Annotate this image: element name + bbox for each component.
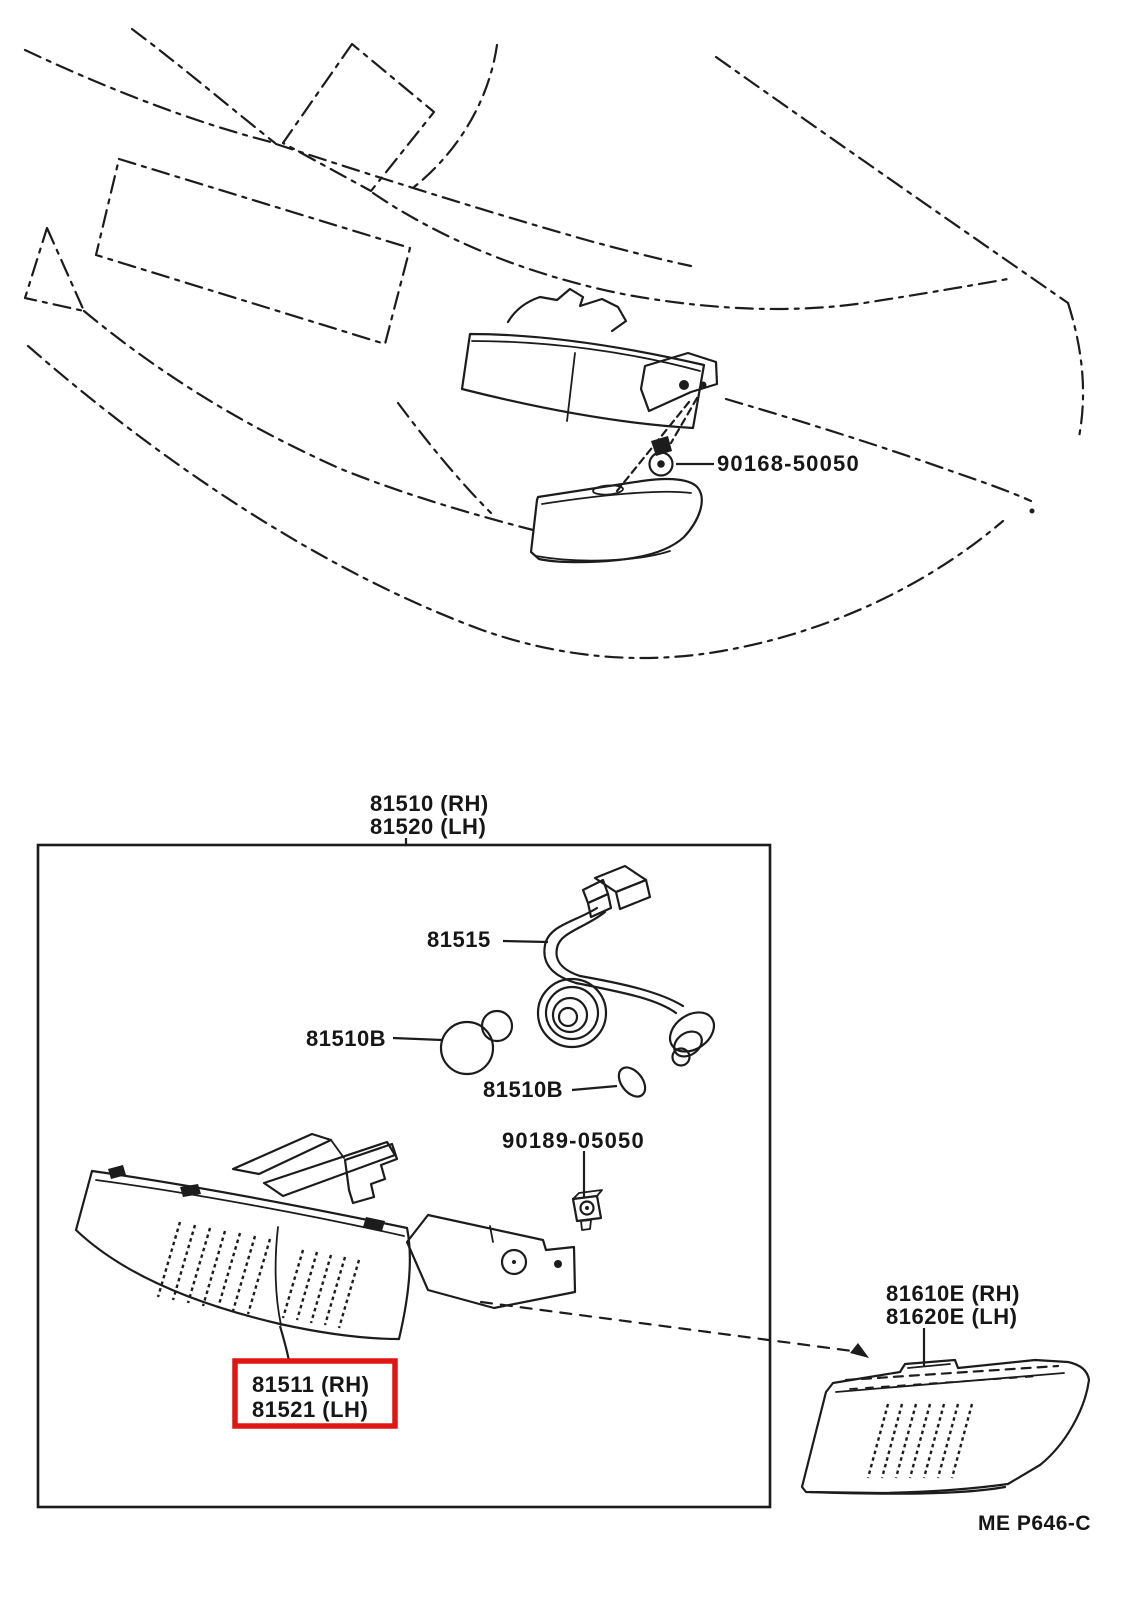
bulb-label-group: 81510B [306, 1026, 443, 1051]
arrowhead [850, 1343, 869, 1358]
part-number-90189-05050[interactable]: 90189-05050 [502, 1128, 645, 1153]
part-number-81520-lh[interactable]: 81520 (LH) [370, 814, 486, 839]
part-number-81610e-rh[interactable]: 81610E (RH) [886, 1281, 1020, 1306]
part-number-81510b-large[interactable]: 81510B [306, 1026, 386, 1051]
part-number-81510b-small[interactable]: 81510B [483, 1077, 563, 1102]
lens-hatch-right [281, 1249, 361, 1329]
part-number-81521-lh[interactable]: 81521 (LH) [252, 1397, 368, 1422]
figure-code: ME P646-C [978, 1512, 1091, 1535]
screw-label-group: 90168-50050 [676, 451, 860, 476]
turn-signal-lamp-drawing [74, 1132, 577, 1341]
side-marker-label-group: 81610E (RH) 81620E (LH) [886, 1281, 1020, 1366]
part-number-90168-50050[interactable]: 90168-50050 [717, 451, 860, 476]
part-number-81511-rh[interactable]: 81511 (RH) [252, 1372, 370, 1397]
wedge-bulb-drawing [617, 1066, 647, 1098]
assembly-title-group: 81510 (RH) 81520 (LH) [370, 791, 489, 845]
highlight-leader-line [278, 1325, 291, 1362]
grommet-screw-drawing [571, 1189, 603, 1231]
part-number-81510-rh[interactable]: 81510 (RH) [370, 791, 489, 816]
harness-drawing [536, 864, 716, 1067]
lens-hatch-left [156, 1221, 272, 1315]
wedge-bulb-label-group: 81510B [483, 1077, 618, 1102]
highlight-box [232, 1358, 398, 1429]
bulb-leader-line [392, 1036, 443, 1042]
corner-lamp-drawing [529, 477, 703, 564]
harness-label-group: 81515 [427, 927, 549, 952]
part-number-81515[interactable]: 81515 [427, 927, 491, 952]
bulb-drawing [439, 1009, 514, 1076]
mounting-screw-drawing [648, 436, 674, 477]
assembly-box-frame [36, 843, 772, 1509]
part-number-81620e-lh[interactable]: 81620E (LH) [886, 1304, 1017, 1329]
side-marker-hatch [866, 1403, 974, 1479]
highlight-label-group: 81511 (RH) 81521 (LH) [232, 1325, 398, 1429]
headlamp-assembly-drawing [460, 287, 719, 493]
side-marker-lamp-drawing [800, 1358, 1091, 1495]
grommet-screw-label-group: 90189-05050 [502, 1128, 645, 1197]
side-marker-pointer [479, 1300, 869, 1358]
harness-leader-line [502, 939, 549, 944]
car-body-sketch [23, 27, 1085, 660]
wedge-bulb-leader-line [571, 1084, 618, 1092]
